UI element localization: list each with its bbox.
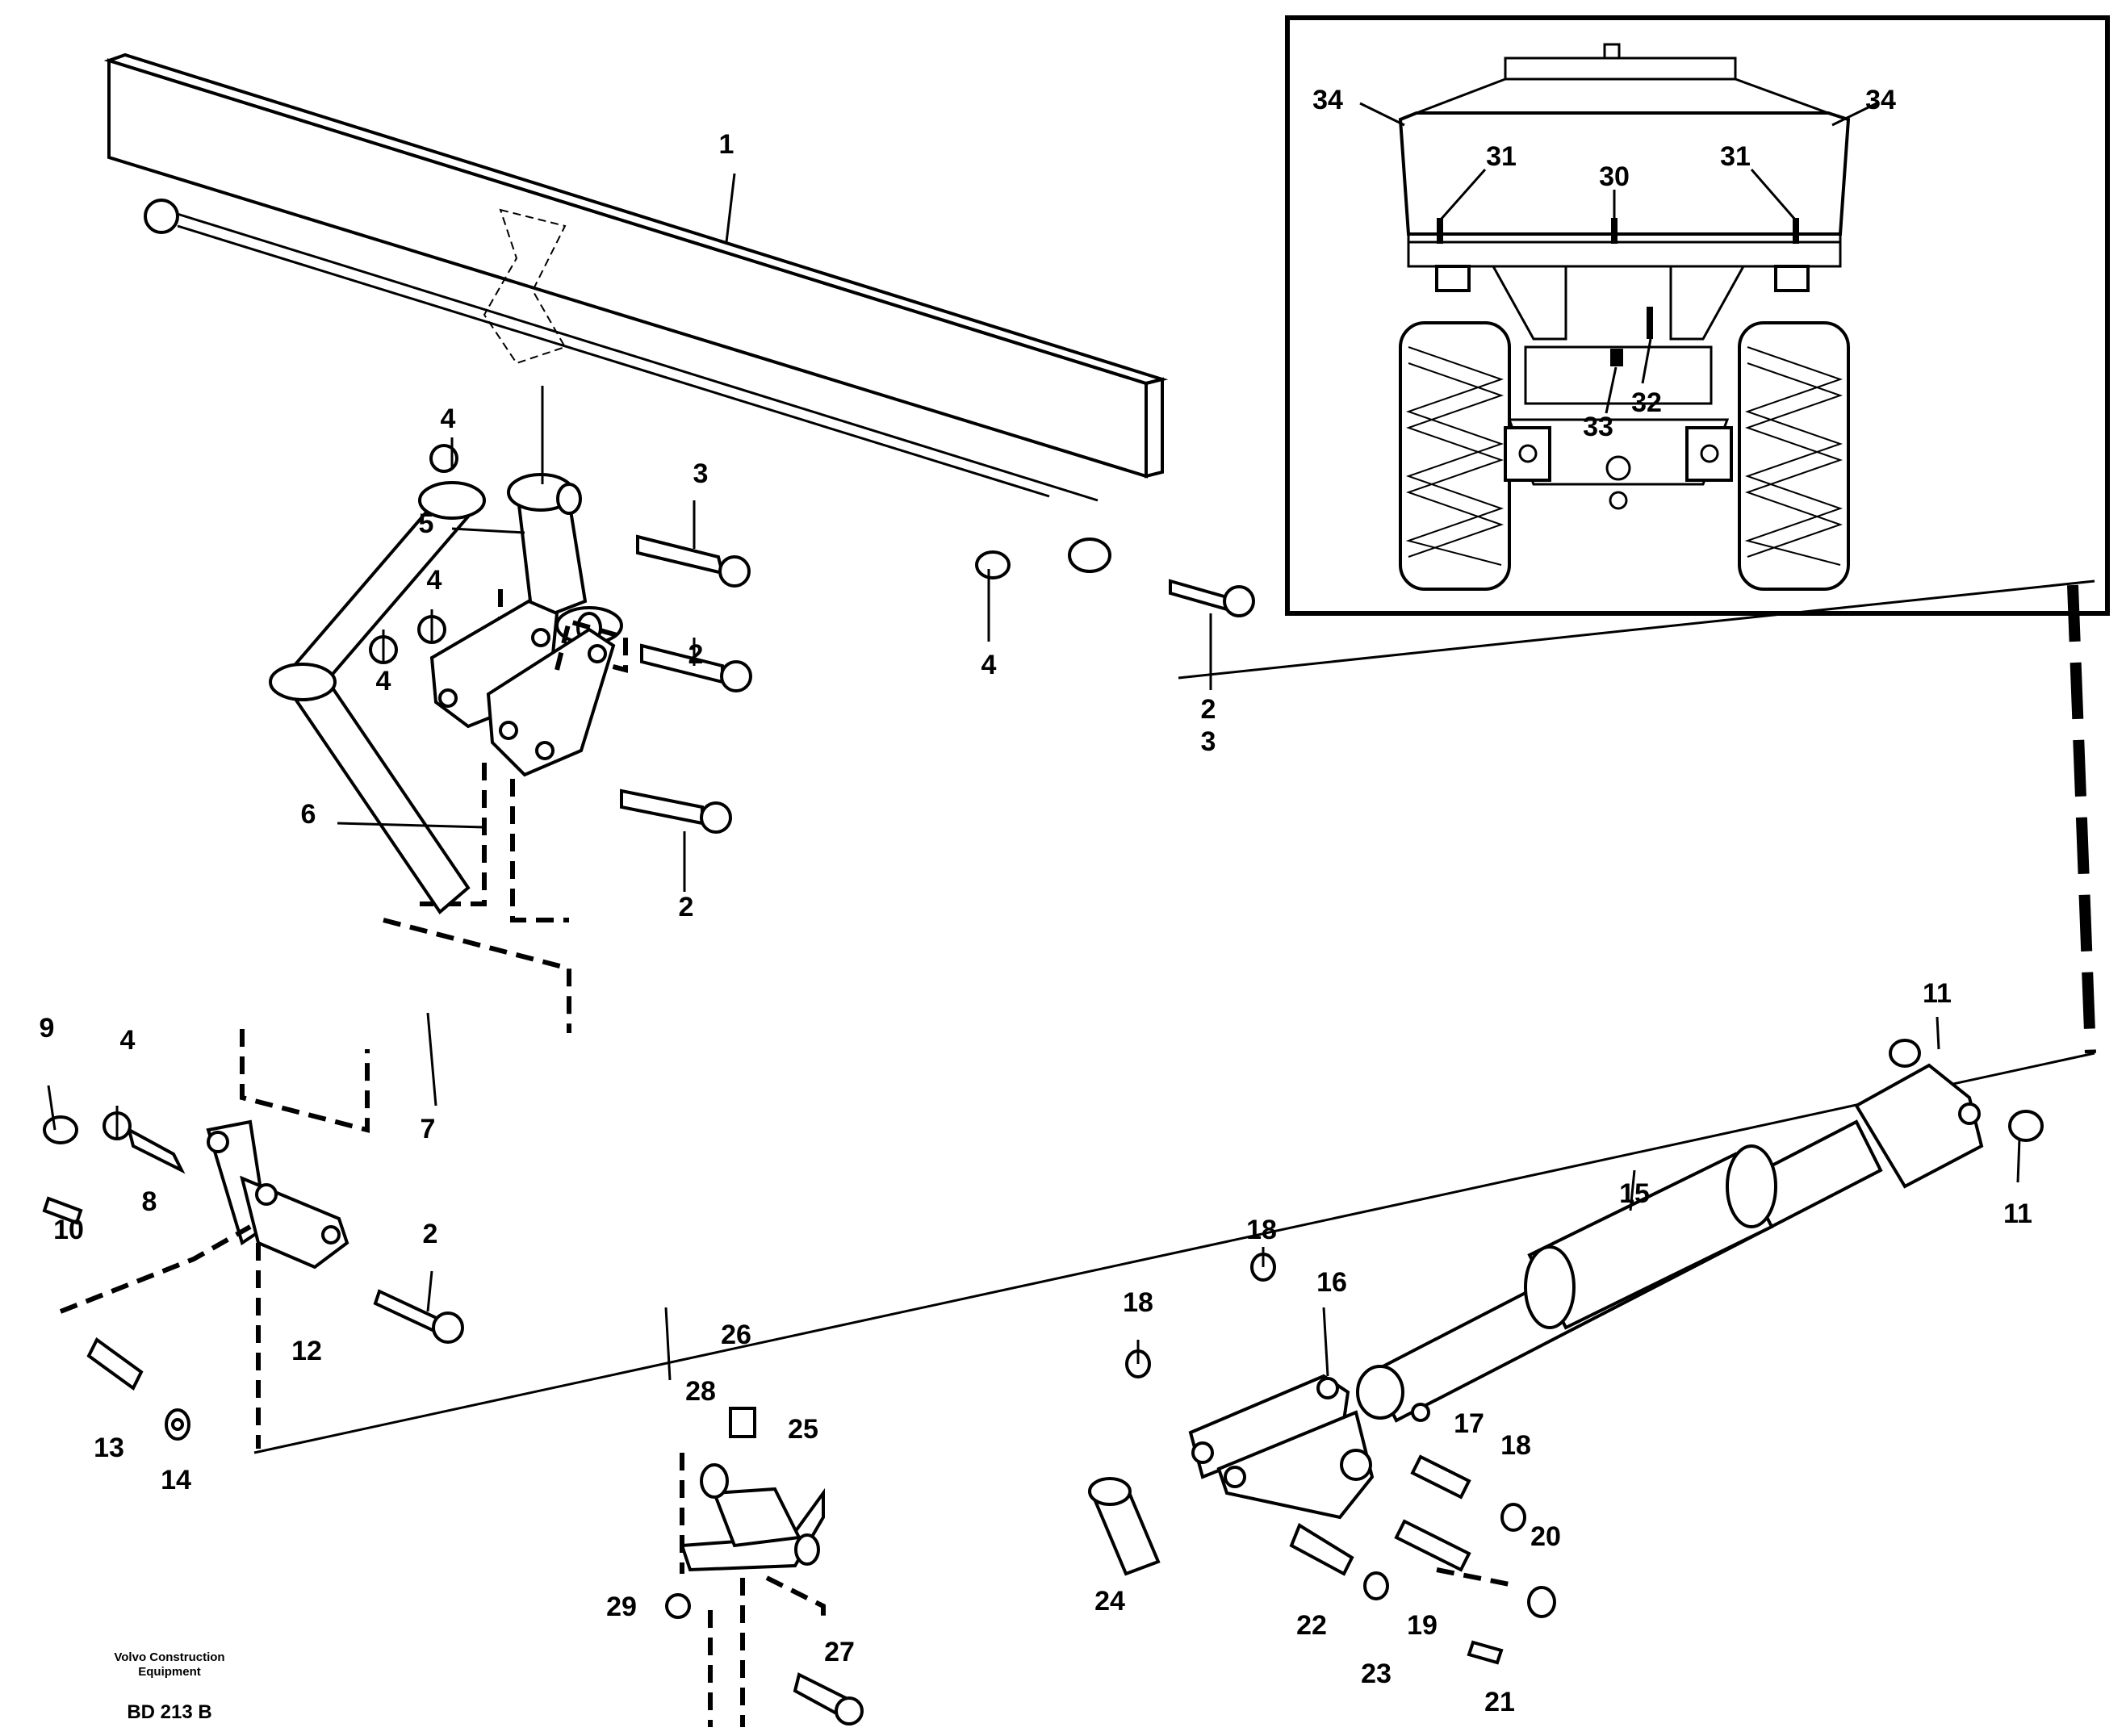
- callout-27: 27: [824, 1637, 855, 1667]
- callout-4: 4: [427, 565, 442, 596]
- callout-6: 6: [301, 799, 316, 830]
- callout-3: 3: [1201, 726, 1216, 757]
- part-16-links: [1088, 1253, 1556, 1665]
- callout-17: 17: [1454, 1408, 1484, 1439]
- callout-11: 11: [1923, 978, 1952, 1009]
- part-12-bracket: [42, 1119, 349, 1449]
- callout-30: 30: [1599, 161, 1630, 192]
- callout-10: 10: [53, 1215, 84, 1245]
- callout-4: 4: [120, 1025, 136, 1056]
- callout-5: 5: [419, 508, 434, 539]
- callout-8: 8: [142, 1186, 157, 1217]
- callout-1: 1: [719, 129, 734, 160]
- callout-4: 4: [981, 650, 997, 680]
- callout-34: 34: [1312, 85, 1343, 115]
- callout-19: 19: [1407, 1610, 1438, 1641]
- part-13-pin: [86, 1337, 190, 1441]
- callout-23: 23: [1361, 1659, 1392, 1689]
- callout-24: 24: [1094, 1586, 1125, 1617]
- footer-company-line2: Equipment: [138, 1665, 201, 1679]
- part-6-brackets: [420, 599, 616, 922]
- callout-4: 4: [441, 404, 456, 434]
- callout-31: 31: [1720, 141, 1751, 172]
- fasteners: [43, 437, 2044, 1381]
- callout-16: 16: [1316, 1267, 1347, 1298]
- callout-32: 32: [1631, 387, 1662, 418]
- part-25-sensor-bracket: [665, 1407, 864, 1727]
- callout-2: 2: [679, 892, 694, 922]
- callout-11: 11: [2003, 1198, 2032, 1229]
- part-15-cylinder: [1356, 1063, 1984, 1423]
- callout-34: 34: [1865, 85, 1896, 115]
- callout-13: 13: [94, 1433, 124, 1463]
- callout-20: 20: [1530, 1521, 1561, 1552]
- callout-3: 3: [693, 458, 709, 489]
- callout-15: 15: [1619, 1178, 1650, 1209]
- callout-26: 26: [721, 1320, 751, 1350]
- callout-12: 12: [291, 1336, 322, 1366]
- callout-31: 31: [1486, 141, 1517, 172]
- callout-2: 2: [688, 639, 704, 670]
- footer-drawing-code: BD 213 B: [127, 1701, 212, 1723]
- callout-28: 28: [685, 1376, 716, 1407]
- footer-company-line1: Volvo Construction: [114, 1650, 225, 1664]
- callout-21: 21: [1484, 1687, 1515, 1717]
- callout-25: 25: [788, 1414, 818, 1445]
- footer-company: Volvo Construction Equipment: [85, 1650, 254, 1680]
- part-5-link: [498, 386, 628, 673]
- inset-rear-view: [1285, 15, 2110, 616]
- callout-14: 14: [161, 1465, 191, 1495]
- callout-22: 22: [1296, 1610, 1327, 1641]
- callout-18: 18: [1123, 1287, 1153, 1318]
- callout-29: 29: [606, 1592, 637, 1622]
- callout-4: 4: [376, 666, 391, 696]
- callout-7: 7: [421, 1114, 436, 1144]
- part-1-beam: [103, 52, 1169, 502]
- callout-9: 9: [40, 1013, 55, 1044]
- part-7-shaft: [240, 481, 571, 1133]
- callout-18: 18: [1500, 1430, 1531, 1461]
- callout-33: 33: [1583, 412, 1613, 442]
- callout-2: 2: [1201, 694, 1216, 725]
- callout-2: 2: [423, 1219, 438, 1249]
- callout-labels: 1 4 3 5 4 4 2 6 2 4 2 3 7 9 4 10 8 2 12 …: [40, 85, 2032, 1717]
- callout-18: 18: [1246, 1215, 1277, 1245]
- connector-lines: [253, 579, 2096, 1454]
